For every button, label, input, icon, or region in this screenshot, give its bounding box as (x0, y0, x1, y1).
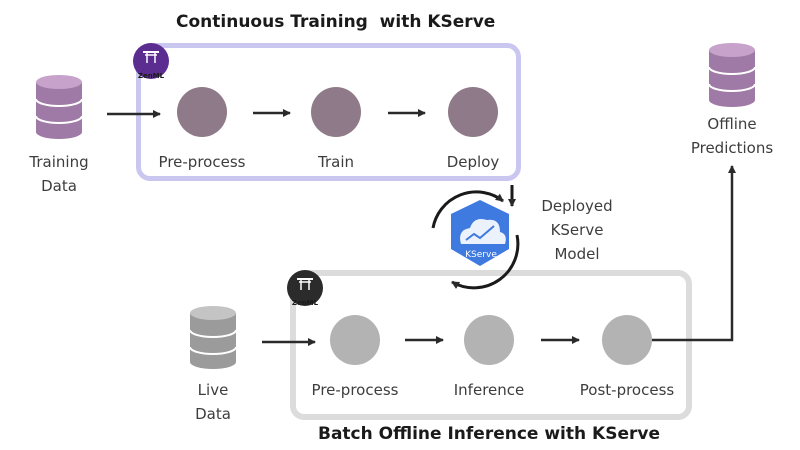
deployed-model-label-line1: Deployed (541, 197, 613, 215)
preprocess-step-label: Pre-process (311, 381, 399, 399)
offline-predictions-label: Offline Predictions (682, 112, 782, 160)
training-pipeline-title: Continuous Training with KServe (176, 12, 496, 32)
training-pipeline-box (136, 43, 521, 181)
zenml-logo-icon: ZenML (287, 270, 323, 307)
zenml-logo-text: ZenML (291, 299, 319, 307)
deployment-cycle-icon (431, 185, 520, 290)
deployed-model-label-line2: KServe (550, 221, 604, 239)
live-data-label-line1: Live (197, 381, 229, 399)
inference-step-node (464, 315, 514, 365)
training-data-label: Training Data (14, 150, 104, 198)
kserve-logo-icon (451, 200, 509, 266)
live-data-label-line2: Data (195, 405, 231, 423)
inference-pipeline-title: Batch Offline Inference with KServe (318, 424, 660, 444)
deployed-model-label-line3: Model (554, 245, 600, 263)
flow-arrows (107, 109, 736, 346)
deploy-step-node (448, 87, 498, 137)
offline-predictions-label-line2: Predictions (690, 139, 774, 157)
postprocess-step-label: Post-process (579, 381, 675, 399)
kserve-logo-text: KServe (465, 250, 497, 260)
preprocess-step-node (330, 315, 380, 365)
live-data-label: Live Data (168, 378, 258, 426)
inference-pipeline-box (290, 270, 692, 420)
zenml-logo-text: ZenML (137, 72, 165, 80)
predictions-database-icon (708, 43, 756, 107)
training-data-database-icon (35, 75, 83, 139)
deployed-model-label: Deployed KServe Model (527, 194, 627, 266)
training-data-label-line1: Training (29, 153, 89, 171)
offline-predictions-label-line1: Offline (707, 115, 757, 133)
preprocess-step-label: Pre-process (158, 153, 246, 171)
train-step-node (311, 87, 361, 137)
live-data-database-icon (189, 306, 237, 369)
training-data-label-line2: Data (41, 177, 77, 195)
train-step-label: Train (318, 153, 354, 171)
inference-step-label: Inference (453, 381, 525, 399)
preprocess-step-node (177, 87, 227, 137)
deploy-step-label: Deploy (446, 153, 500, 171)
zenml-logo-icon: ZenML (133, 43, 169, 80)
postprocess-step-node (602, 315, 652, 365)
